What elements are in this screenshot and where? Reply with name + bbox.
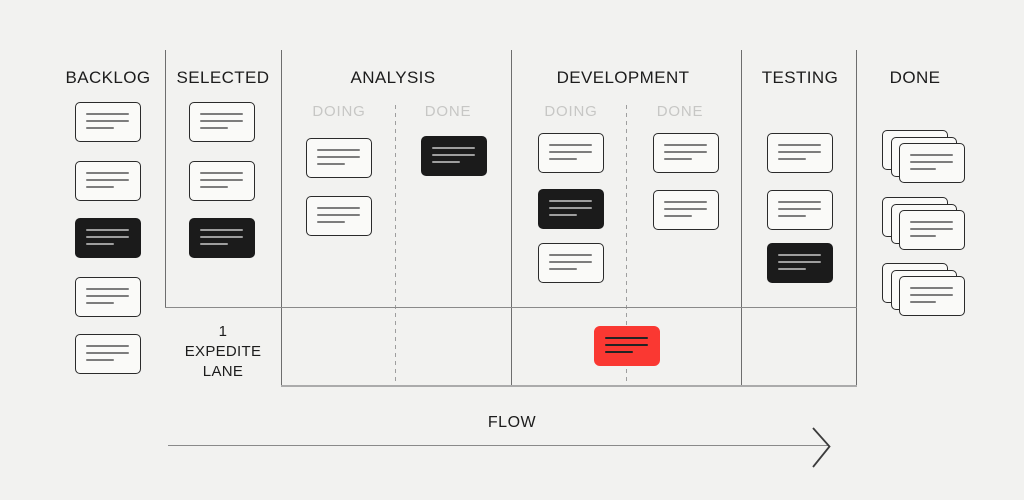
kanban-card-testing[interactable] xyxy=(767,133,833,173)
kanban-card-backlog[interactable] xyxy=(75,277,141,317)
subheader-analysis-doing: DOING xyxy=(312,103,366,120)
kanban-card-selected[interactable] xyxy=(189,102,255,142)
column-header-analysis: ANALYSIS xyxy=(350,68,436,87)
column-header-selected: SELECTED xyxy=(176,68,270,87)
kanban-card-testing[interactable] xyxy=(767,190,833,230)
kanban-card-analysis-doing[interactable] xyxy=(306,138,372,178)
kanban-card-backlog[interactable] xyxy=(75,334,141,374)
subheader-development-done: DONE xyxy=(656,103,704,120)
flow-arrow-line xyxy=(168,445,828,447)
column-header-done: DONE xyxy=(889,68,941,87)
kanban-card-backlog[interactable] xyxy=(75,218,141,258)
kanban-card-backlog[interactable] xyxy=(75,161,141,201)
kanban-card-analysis-doing[interactable] xyxy=(306,196,372,236)
column-header-backlog: BACKLOG xyxy=(65,68,151,87)
kanban-card-selected[interactable] xyxy=(189,161,255,201)
expedite-lane-word1: EXPEDITE xyxy=(184,343,262,360)
kanban-card-development-doing[interactable] xyxy=(538,133,604,173)
subheader-development-doing: DOING xyxy=(544,103,598,120)
kanban-card-analysis-done[interactable] xyxy=(421,136,487,176)
expedite-lane-bottom-border xyxy=(281,385,857,387)
done-card-stack[interactable] xyxy=(882,263,966,317)
divider-development-testing xyxy=(741,50,743,386)
flow-arrow-head-icon xyxy=(812,427,831,468)
done-card-stack[interactable] xyxy=(882,197,966,251)
expedite-lane-top-border xyxy=(165,307,857,309)
expedite-lane-count: 1 xyxy=(218,323,228,340)
kanban-card-testing[interactable] xyxy=(767,243,833,283)
divider-backlog-selected xyxy=(165,50,167,307)
done-card-stack[interactable] xyxy=(882,130,966,184)
kanban-card-selected[interactable] xyxy=(189,218,255,258)
kanban-card-backlog[interactable] xyxy=(75,102,141,142)
flow-label: FLOW xyxy=(487,414,537,431)
kanban-card-development-doing[interactable] xyxy=(538,243,604,283)
dashed-divider-analysis xyxy=(395,105,397,385)
kanban-card-development-doing[interactable] xyxy=(538,189,604,229)
kanban-card-development-done[interactable] xyxy=(653,133,719,173)
column-header-testing: TESTING xyxy=(761,68,839,87)
divider-testing-done xyxy=(856,50,858,386)
divider-analysis-development xyxy=(511,50,513,386)
expedite-card[interactable] xyxy=(594,326,660,366)
subheader-analysis-done: DONE xyxy=(424,103,472,120)
expedite-lane-word2: LANE xyxy=(202,363,244,380)
dashed-divider-development xyxy=(626,105,628,385)
kanban-card-development-done[interactable] xyxy=(653,190,719,230)
expedite-lane-label: 1 EXPEDITE LANE xyxy=(185,322,262,382)
divider-selected-analysis xyxy=(281,50,283,386)
column-header-development: DEVELOPMENT xyxy=(556,68,690,87)
